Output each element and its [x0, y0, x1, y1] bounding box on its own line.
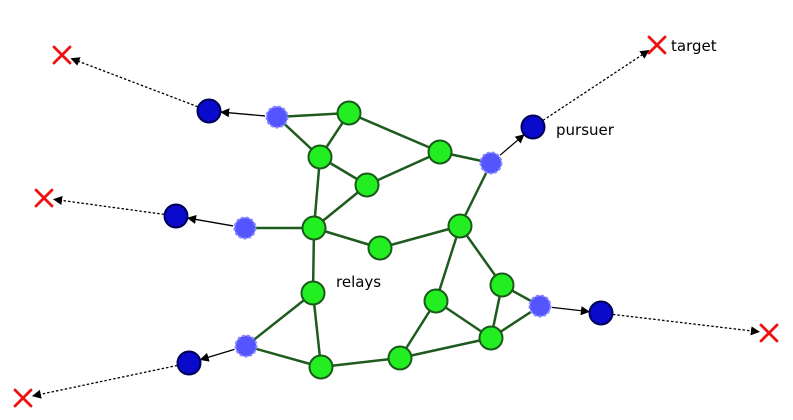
relays-label: relays: [336, 273, 381, 291]
relay-node: [489, 272, 515, 298]
target-arrow: [612, 313, 760, 336]
relay-node: [300, 280, 326, 306]
pursuer-node: [163, 203, 189, 229]
cross-icon: [13, 388, 33, 408]
move-arrow: [499, 134, 525, 156]
relay-edge: [366, 150, 441, 187]
targets: [13, 35, 779, 408]
move-arrow: [551, 306, 590, 316]
pursuer-label: pursuer: [556, 121, 615, 139]
pursuer-node: [588, 300, 614, 326]
relay-edge: [434, 225, 462, 302]
target-arrow: [31, 364, 178, 399]
cross-icon: [647, 35, 667, 55]
relay-node: [336, 100, 362, 126]
move-arrow: [220, 108, 266, 118]
relay-edge: [348, 111, 441, 154]
ghost-relay-node: [265, 105, 289, 129]
ghost-relay-node: [528, 294, 552, 318]
relay-node: [367, 235, 393, 261]
relay-edge: [399, 336, 492, 360]
target-arrow: [542, 49, 650, 121]
move-arrow: [199, 348, 235, 362]
pursuer-node: [176, 350, 202, 376]
target-arrow: [70, 57, 199, 108]
ghost-relay-node: [479, 151, 503, 175]
relay-node: [354, 172, 380, 198]
relay-node: [423, 288, 449, 314]
relay-node: [387, 345, 413, 371]
cross-icon: [34, 188, 54, 208]
relay-edge: [245, 344, 322, 369]
nodes: [163, 98, 614, 380]
relay-node: [301, 215, 327, 241]
cross-icon: [52, 45, 72, 65]
relay-node: [478, 325, 504, 351]
relay-edge: [245, 292, 314, 347]
target-label: target: [671, 37, 717, 55]
pursuer-node: [196, 98, 222, 124]
relay-node: [307, 144, 333, 170]
move-arrow: [186, 214, 234, 227]
relay-edge: [379, 224, 461, 250]
ghost-relay-node: [233, 216, 257, 240]
cross-icon: [759, 323, 779, 343]
motion-arrows: [31, 49, 760, 399]
relay-edge: [320, 356, 401, 369]
pursuer-node: [520, 114, 546, 140]
relay-node: [427, 139, 453, 165]
ghost-relay-node: [234, 334, 258, 358]
relay-node: [308, 354, 334, 380]
target-arrow: [53, 195, 165, 216]
relay-node: [447, 213, 473, 239]
